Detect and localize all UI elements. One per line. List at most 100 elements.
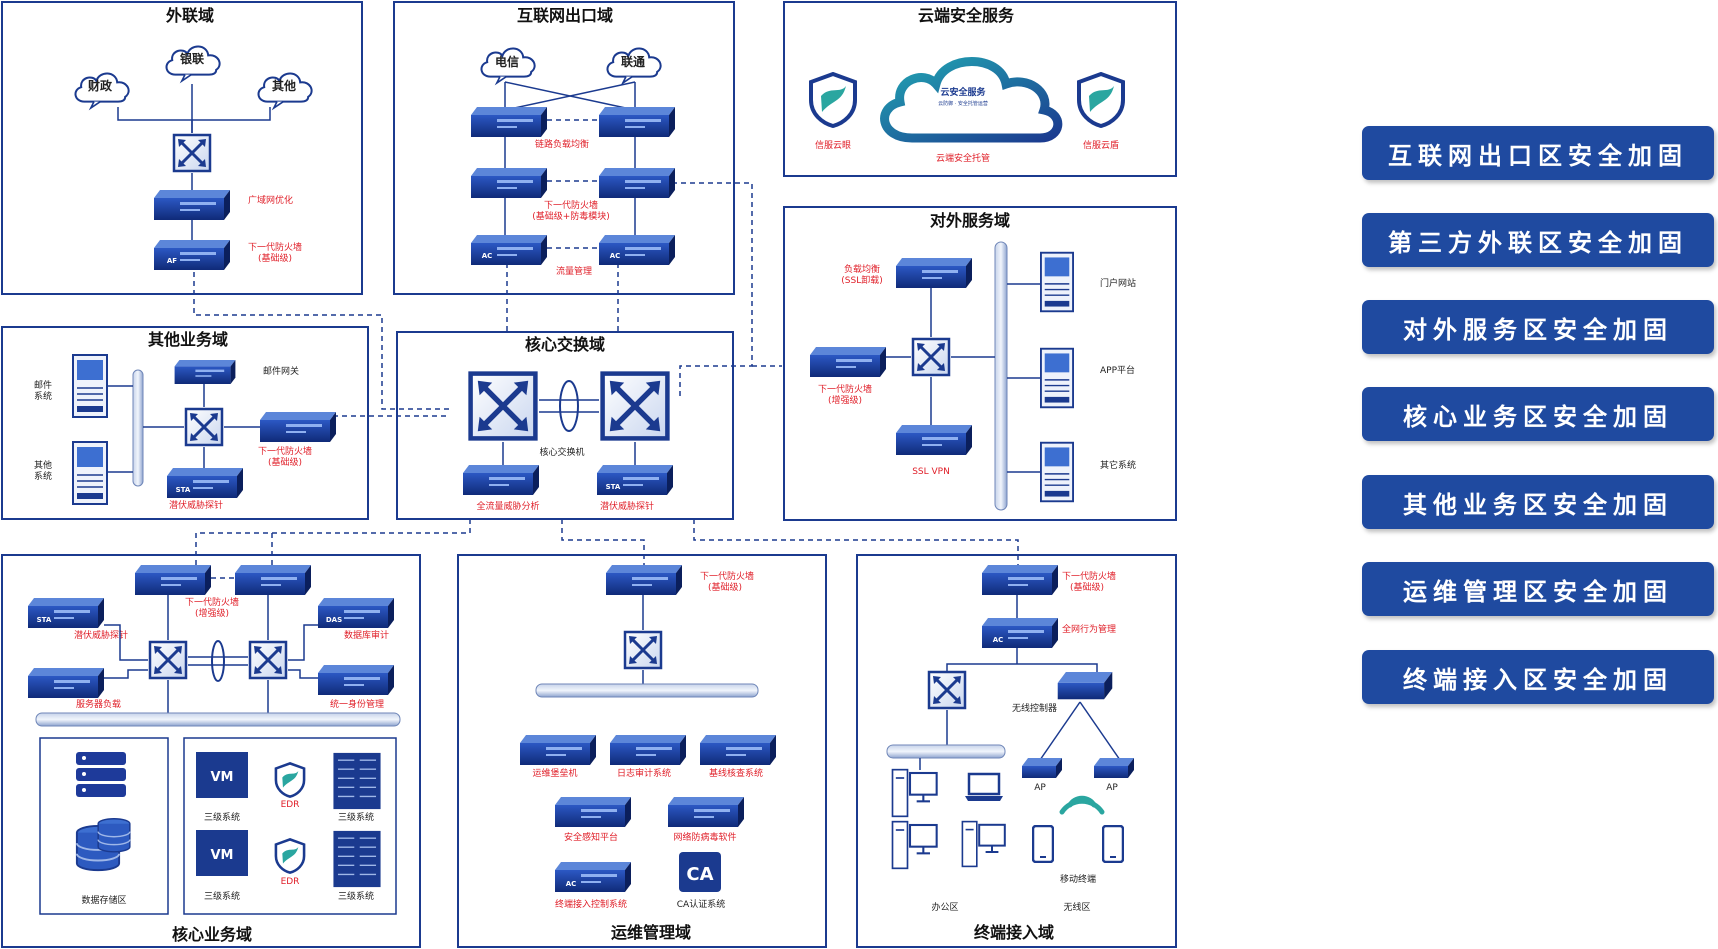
mobile-icon [1102,825,1124,863]
fw-label: 下一代防火墙 [1062,570,1116,582]
panel-dmz-hardening: 对外服务区安全加固 [1362,300,1714,354]
ca-icon [679,852,721,892]
core-switch-icon [603,374,668,439]
switch-icon [623,630,663,670]
ca-label: CA认证系统 [677,898,725,910]
zone-dmz: 对外服务域 负载均衡 (SSL卸载) 下一代防火墙 (增强级) SSL VPN … [810,211,1136,511]
log-audit-label: 日志审计系统 [617,767,671,779]
fw-level-label: (基础级) [268,456,302,468]
mobile-icon [1032,825,1054,863]
panel-other-biz-hardening: 其他业务区安全加固 [1362,475,1714,529]
wlc-label: 无线控制器 [1012,702,1057,714]
zone-terminal-box [856,554,1177,948]
server-lb-icon [28,668,104,698]
other-sys-label: 其它系统 [1100,459,1136,471]
sys3-label: 三级系统 [338,811,374,823]
firewall-icon [982,565,1058,595]
panel-ops-hardening: 运维管理区安全加固 [1362,562,1714,616]
zone-ops-title: 运维管理域 [611,923,691,942]
core-switch-icon [471,374,536,439]
mobile-label: 移动终端 [1060,873,1096,885]
database-icon [97,818,131,853]
panel-internet-hardening: 互联网出口区安全加固 [1362,126,1714,180]
load-balancer-icon [896,258,972,288]
shield-icon [809,72,857,128]
antivirus-icon [668,797,744,827]
sta-label: 潜伏威胁探针 [600,500,654,512]
fw-level-label: (增强级) [828,394,862,406]
isp-label: 联通 [621,54,645,69]
fw-label: 下一代防火墙 [544,199,598,211]
panel-thirdparty-hardening: 第三方外联区安全加固 [1362,213,1714,267]
link-lb-icon [599,107,675,137]
sta-label: 潜伏威胁探针 [74,629,128,641]
flow-mgmt-label: 流量管理 [556,265,592,277]
badge-af: AF [167,257,177,265]
edr-label: EDR [281,800,300,810]
sip-label: 安全感知平台 [564,831,618,843]
server-rack-icon [332,752,382,810]
edr-icon [274,838,306,874]
mail-sys-label: 系统 [34,390,52,402]
edr-icon [274,762,306,798]
mail-server-icon [72,353,108,419]
core-switch-label: 核心交换机 [539,446,584,458]
mail-gateway-icon [174,360,236,384]
storage-area-box [39,737,169,915]
zone-internet-title: 互联网出口域 [517,6,613,25]
bastion-icon [520,735,596,765]
ndr-icon [463,465,539,495]
switch-icon [184,407,224,447]
core-bus [35,712,401,727]
badge-sta: STA [176,486,191,494]
stack-ring [211,640,225,682]
storage-icon [76,752,126,797]
isp-label: 电信 [495,54,519,69]
wireless-controller-icon [1057,672,1113,700]
bastion-label: 运维堡垒机 [532,767,577,779]
lb-sub-label: (SSL卸载) [841,274,882,286]
switch-icon [248,640,288,680]
zone-core-switch-box [396,331,734,520]
switch-icon [172,133,212,173]
app-server-icon [1040,347,1074,409]
server-bus [994,241,1008,511]
panel-terminal-hardening: 终端接入区安全加固 [1362,650,1714,704]
av-label: 网络防病毒软件 [673,831,736,843]
zone-other-biz-title: 其他业务域 [148,330,228,349]
zone-core-biz-title: 核心业务域 [172,925,252,944]
firewall-icon [154,240,230,270]
link-lb-label: 链路负载均衡 [535,138,589,150]
iam-icon [318,665,394,695]
zone-dmz-title: 对外服务域 [930,211,1010,230]
vpn-label: SSL VPN [912,467,950,477]
wan-optimizer-icon [154,190,230,220]
ap-label: AP [1106,783,1118,793]
fw-label: 下一代防火墙 [818,383,872,395]
device-badges: AF AC AC STA STA STA DAS AC AC [37,252,1004,888]
badge-sta: STA [37,616,52,624]
badge-ac: AC [993,636,1004,644]
sta-label: 潜伏威胁探针 [169,499,223,511]
nac-label: 终端接入控制系统 [555,898,627,910]
app-label: APP平台 [1100,364,1135,376]
firewall-icon [135,565,211,595]
sys3-label: 三级系统 [338,890,374,902]
firewall-icon [606,565,682,595]
firewall-icon [810,347,886,377]
zone-other-biz: 其他业务域 邮件 系统 其他 系统 邮件网关 下一代防火墙 (基础级) 潜伏威胁… [34,330,336,511]
portal-label: 门户网站 [1100,277,1136,289]
zone-cloud-sec: 云端安全服务 信服云眼 云安全服务 云防御 · 安全托管运营 云端安全托管 信服… [809,6,1125,164]
access-bus [886,744,1006,759]
vm-icon [196,830,248,876]
zone-ops: 下一代防火墙 (基础级) 运维堡垒机 日志审计系统 基线核查系统 安全感知平台 … [520,565,776,942]
fw-label: 下一代防火墙 [258,445,312,457]
zone-terminal: 下一代防火墙 (基础级) 全网行为管理 无线控制器 AP AP 移动终端 办公区… [886,565,1134,942]
cloud-mssp-label: 云端安全托管 [936,152,990,164]
portal-server-icon [1040,251,1074,313]
full-flow-label: 全流量威胁分析 [476,500,539,512]
tier3-area-box [183,737,397,915]
sip-icon [555,797,631,827]
ap-icon [1094,758,1134,778]
